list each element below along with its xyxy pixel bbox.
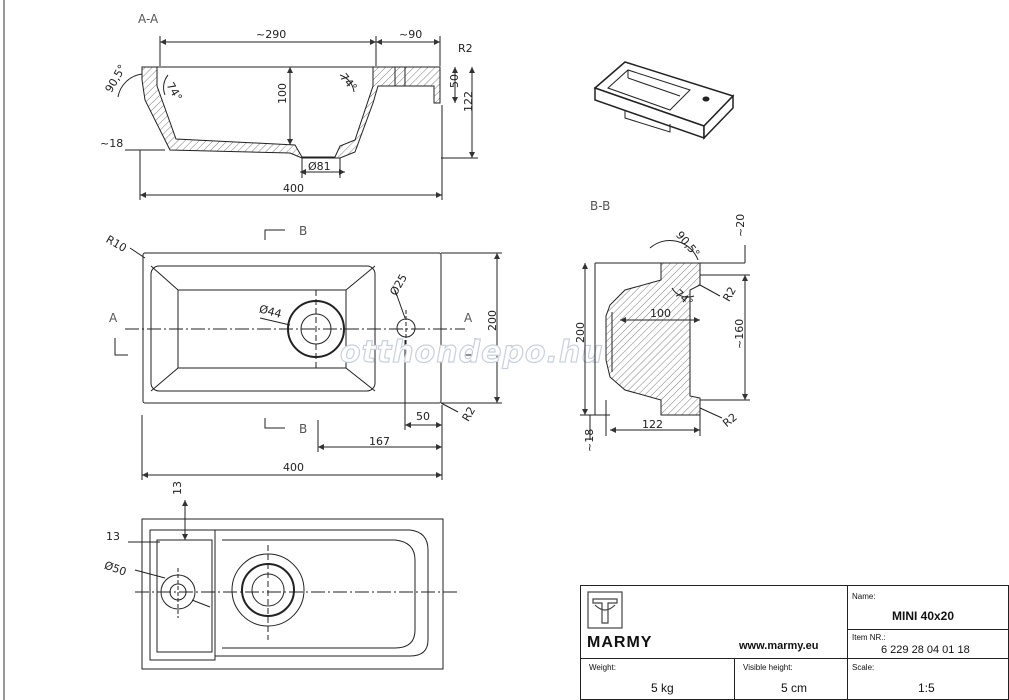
dim-angle-90-5: 90,5° (103, 62, 129, 94)
plan-view (114, 229, 502, 480)
dim-bb-r2-top: R2 (720, 285, 739, 304)
dim-bb-r2-bottom: R2 (720, 411, 740, 430)
section-a-a-dimensions: ~290 ~90 R2 90,5° 74° 74° 100 50 122 ~18… (100, 28, 475, 195)
name-value: MINI 40x20 (892, 609, 955, 623)
title-brand-cell: MARMY www.marmy.eu (580, 585, 848, 659)
section-b-b: B-B (580, 199, 750, 440)
dim-d25: Ø25 (387, 272, 410, 298)
dim-13-left: 13 (106, 530, 120, 543)
dim-18: ~18 (100, 137, 123, 150)
section-b-b-label: B-B (590, 199, 610, 213)
dim-50: 50 (448, 74, 461, 88)
title-block: MARMY www.marmy.eu Name: MINI 40x20 Item… (580, 585, 1009, 700)
dim-bb-20: ~20 (734, 214, 747, 237)
brand-website: www.marmy.eu (739, 640, 819, 652)
iso-side-face (703, 94, 734, 140)
dim-angle-74-right: 74° (337, 71, 359, 94)
marmy-logo-icon (587, 591, 623, 629)
dim-400-aa: 400 (283, 182, 304, 195)
dim-r2-plan: R2 (460, 405, 479, 424)
iso-view (593, 61, 735, 140)
dim-angle-74-left: 74° (164, 80, 185, 103)
section-a-right: A (464, 311, 473, 325)
dim-13-top: 13 (171, 481, 184, 495)
item-value: 6 229 28 04 01 18 (881, 644, 970, 656)
dim-bb-18: ~18 (583, 429, 596, 452)
bottom-outline (141, 518, 444, 670)
section-b-bottom: B (299, 422, 307, 436)
dim-122: 122 (462, 91, 475, 112)
brand-name: MARMY (587, 634, 653, 651)
watermark: otthondepo.hu (340, 335, 604, 370)
dim-290: ~290 (256, 28, 286, 41)
dim-r2-top: R2 (458, 42, 473, 55)
plan-outline (142, 252, 442, 404)
dim-r10: R10 (104, 233, 129, 255)
weight-label: Weight: (589, 663, 616, 672)
dim-50-plan: 50 (416, 410, 430, 423)
dim-d44: Ø44 (258, 302, 283, 320)
dim-200-plan: 200 (486, 310, 499, 331)
title-item-cell: Item NR.: 6 229 28 04 01 18 (847, 629, 1009, 659)
title-weight-cell: Weight: 5 kg (580, 658, 735, 700)
weight-value: 5 kg (651, 681, 674, 695)
dim-90: ~90 (399, 28, 422, 41)
dim-bb-angle-90-5: 90,5° (673, 229, 702, 260)
dim-400-plan: 400 (283, 461, 304, 474)
name-label: Name: (852, 592, 876, 601)
section-a-a-label: A-A (138, 12, 159, 26)
title-name-cell: Name: MINI 40x20 (847, 585, 1009, 630)
dim-bb-200: 200 (574, 322, 587, 343)
bottom-bowl-outline (215, 529, 429, 657)
dim-167: 167 (369, 435, 390, 448)
section-a-a: A-A (117, 12, 478, 200)
dim-bb-122: 122 (642, 418, 663, 431)
iso-tap-hole (702, 96, 710, 102)
dim-bb-160: ~160 (733, 319, 746, 349)
visible-height-label: Visible height: (743, 663, 793, 672)
dim-d81: Ø81 (308, 160, 331, 173)
visible-height-value: 5 cm (781, 681, 808, 695)
section-a-a-profile (141, 66, 441, 159)
dim-100: 100 (276, 83, 289, 104)
bottom-view (128, 500, 460, 670)
section-b-b-profile (605, 262, 701, 416)
section-a-left: A (109, 311, 118, 325)
item-label: Item NR.: (852, 633, 886, 642)
title-scale-cell: Scale: 1:5 (847, 658, 1009, 700)
iso-bowl (607, 69, 691, 111)
section-b-top: B (299, 224, 307, 238)
scale-label: Scale: (852, 663, 875, 672)
scale-value: 1:5 (918, 681, 935, 695)
dim-d50: Ø50 (102, 559, 128, 579)
dim-bb-100: 100 (650, 307, 671, 320)
title-height-cell: Visible height: 5 cm (734, 658, 848, 700)
bottom-left-compartment (149, 529, 216, 661)
